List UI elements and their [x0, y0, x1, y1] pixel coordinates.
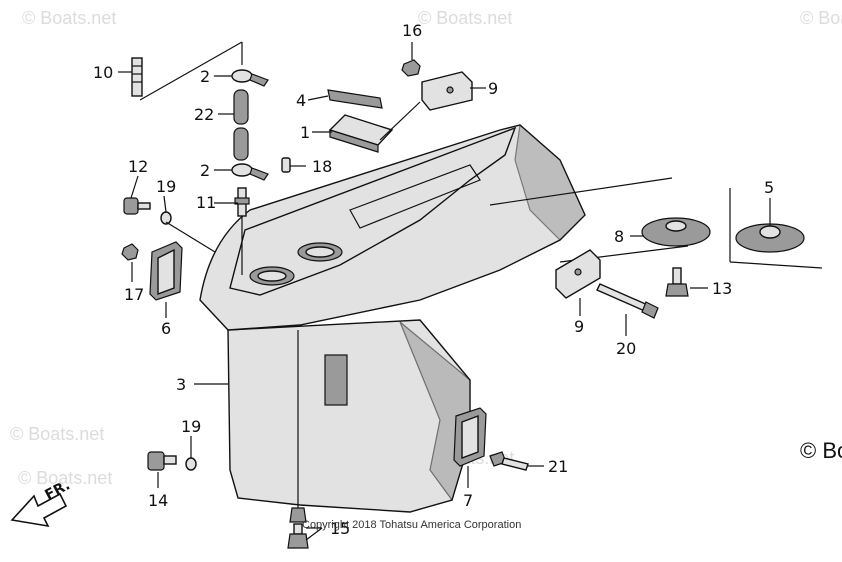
part-19-washer-lower	[185, 457, 197, 471]
part-22-hose	[233, 89, 249, 161]
callout-7: 7	[463, 491, 473, 510]
watermark-top-left: © Boats.net	[22, 8, 116, 28]
part-18-pin	[281, 157, 291, 173]
watermark-top-right: © Boats.net	[800, 8, 842, 28]
part-14-plug	[147, 451, 177, 471]
callout-19-lower: 19	[181, 417, 201, 436]
callout-15: 15	[330, 519, 350, 538]
part-16-nut-top	[401, 59, 421, 77]
callout-5: 5	[764, 178, 774, 197]
callout-9-upper: 9	[488, 79, 498, 98]
bore-center-inner	[305, 246, 335, 258]
front-direction-arrow	[10, 492, 68, 528]
callout-2-upper: 2	[200, 67, 210, 86]
callout-1: 1	[300, 123, 310, 142]
part-6-anode-left	[149, 241, 183, 301]
copyright-notice: Copyright 2018 Tohatsu America Corporati…	[302, 519, 521, 531]
watermark-bottom-left: © Boats.net	[18, 468, 112, 488]
callout-17: 17	[124, 285, 144, 304]
part-1-plate	[328, 114, 394, 153]
callout-8: 8	[614, 227, 624, 246]
callout-6: 6	[161, 319, 171, 338]
part-10-stud	[131, 57, 143, 97]
lower-leg	[227, 319, 471, 513]
leader-5-horizontal	[729, 261, 823, 269]
part-13-bolt	[665, 267, 689, 297]
callout-leaders	[118, 42, 771, 541]
watermark-mid-left: © Boats.net	[10, 424, 104, 444]
gear-case-assembly	[199, 123, 586, 520]
part-7-anode-bottom	[453, 407, 487, 467]
callout-9-right: 9	[574, 317, 584, 336]
side-slot	[324, 354, 348, 406]
part-9-anode-right	[555, 249, 601, 299]
lower-leg-shade	[399, 321, 471, 502]
part-2-clip-lower	[231, 163, 269, 181]
callout-10: 10	[93, 63, 113, 82]
part-20-bolt	[596, 283, 659, 319]
part-21-bolt	[489, 451, 529, 471]
part-15-plug-bottom	[287, 507, 309, 549]
leader-8-upper	[489, 177, 673, 206]
part-4-pad	[327, 89, 383, 109]
watermark-top-center: © Boats.net	[418, 8, 512, 28]
callout-22: 22	[194, 105, 214, 124]
part-17-nut	[121, 243, 139, 261]
leader-10-bracket	[139, 41, 243, 101]
bore-left-inner	[257, 270, 287, 282]
callout-18: 18	[312, 157, 332, 176]
part-5-trim-tab-cover	[735, 223, 805, 253]
callout-11: 11	[196, 193, 216, 212]
callout-14: 14	[148, 491, 168, 510]
callout-12: 12	[128, 157, 148, 176]
part-8-trim-tab	[641, 217, 711, 247]
callout-21: 21	[548, 457, 568, 476]
callout-13: 13	[712, 279, 732, 298]
callout-2-lower: 2	[200, 161, 210, 180]
callout-20: 20	[616, 339, 636, 358]
part-2-clip-upper	[231, 69, 269, 87]
callout-19-upper: 19	[156, 177, 176, 196]
upper-housing-shade	[514, 123, 586, 241]
leader-19-upper	[165, 221, 216, 253]
callout-3: 3	[176, 375, 186, 394]
flange-slot	[349, 164, 481, 229]
part-9-anode-top	[421, 71, 473, 111]
leader-9-top	[379, 101, 421, 141]
watermark-right-edge: © Bo	[800, 438, 842, 463]
callout-16: 16	[402, 21, 422, 40]
callout-4: 4	[296, 91, 306, 110]
part-12-bolt	[123, 197, 151, 215]
